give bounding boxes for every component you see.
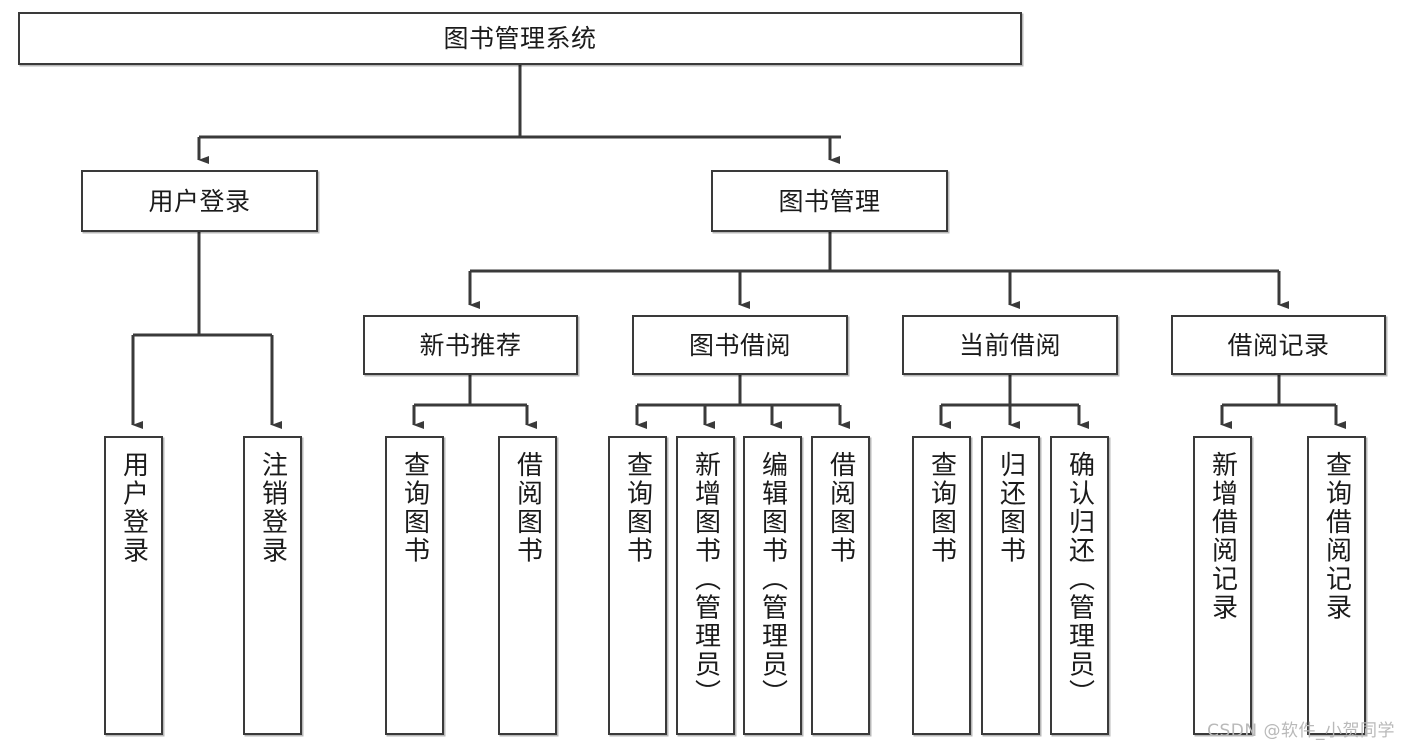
node-leaf-user-logout[interactable]: 注销登录 bbox=[243, 436, 302, 735]
node-current-borrow-label: 当前借阅 bbox=[958, 330, 1061, 360]
node-leaf-user-login[interactable]: 用户登录 bbox=[104, 436, 163, 735]
node-leaf-return-book-label: 归还图书 bbox=[995, 451, 1026, 565]
node-leaf-return-book[interactable]: 归还图书 bbox=[981, 436, 1040, 735]
node-user-login-label: 用户登录 bbox=[148, 186, 251, 216]
node-leaf-query-book-1[interactable]: 查询图书 bbox=[385, 436, 444, 735]
node-leaf-edit-book[interactable]: 编辑图书（管理员） bbox=[743, 436, 802, 735]
node-leaf-user-logout-label: 注销登录 bbox=[257, 451, 288, 565]
node-leaf-query-book-2-label: 查询图书 bbox=[622, 451, 653, 565]
node-leaf-query-record[interactable]: 查询借阅记录 bbox=[1307, 436, 1366, 735]
node-leaf-borrow-book-2-label: 借阅图书 bbox=[825, 451, 856, 565]
node-leaf-add-record[interactable]: 新增借阅记录 bbox=[1193, 436, 1252, 735]
node-book-borrow[interactable]: 图书借阅 bbox=[632, 315, 848, 375]
node-leaf-query-book-1-label: 查询图书 bbox=[399, 451, 430, 565]
node-leaf-confirm-return[interactable]: 确认归还（管理员） bbox=[1050, 436, 1109, 735]
node-user-login[interactable]: 用户登录 bbox=[81, 170, 318, 232]
node-leaf-borrow-book-1[interactable]: 借阅图书 bbox=[498, 436, 557, 735]
node-leaf-query-book-3-label: 查询图书 bbox=[926, 451, 957, 565]
watermark: CSDN @软件_小贺同学 bbox=[1207, 721, 1395, 741]
node-borrow-record[interactable]: 借阅记录 bbox=[1171, 315, 1386, 375]
node-leaf-add-book-label: 新增图书（管理员） bbox=[690, 451, 721, 708]
node-leaf-borrow-book-2[interactable]: 借阅图书 bbox=[811, 436, 870, 735]
node-leaf-query-book-2[interactable]: 查询图书 bbox=[608, 436, 667, 735]
node-borrow-record-label: 借阅记录 bbox=[1227, 330, 1330, 360]
node-book-borrow-label: 图书借阅 bbox=[688, 330, 791, 360]
node-leaf-edit-book-label: 编辑图书（管理员） bbox=[757, 451, 788, 708]
node-leaf-add-book[interactable]: 新增图书（管理员） bbox=[676, 436, 735, 735]
node-root[interactable]: 图书管理系统 bbox=[18, 12, 1022, 65]
node-book-management-label: 图书管理 bbox=[778, 186, 881, 216]
node-new-book-recommend-label: 新书推荐 bbox=[419, 330, 522, 360]
node-leaf-borrow-book-1-label: 借阅图书 bbox=[512, 451, 543, 565]
node-leaf-add-record-label: 新增借阅记录 bbox=[1207, 451, 1238, 622]
node-root-label: 图书管理系统 bbox=[443, 24, 597, 53]
node-leaf-query-book-3[interactable]: 查询图书 bbox=[912, 436, 971, 735]
node-current-borrow[interactable]: 当前借阅 bbox=[902, 315, 1118, 375]
node-leaf-user-login-label: 用户登录 bbox=[118, 451, 149, 565]
node-new-book-recommend[interactable]: 新书推荐 bbox=[363, 315, 578, 375]
node-leaf-query-record-label: 查询借阅记录 bbox=[1321, 451, 1352, 622]
node-leaf-confirm-return-label: 确认归还（管理员） bbox=[1064, 451, 1095, 708]
node-book-management[interactable]: 图书管理 bbox=[711, 170, 948, 232]
